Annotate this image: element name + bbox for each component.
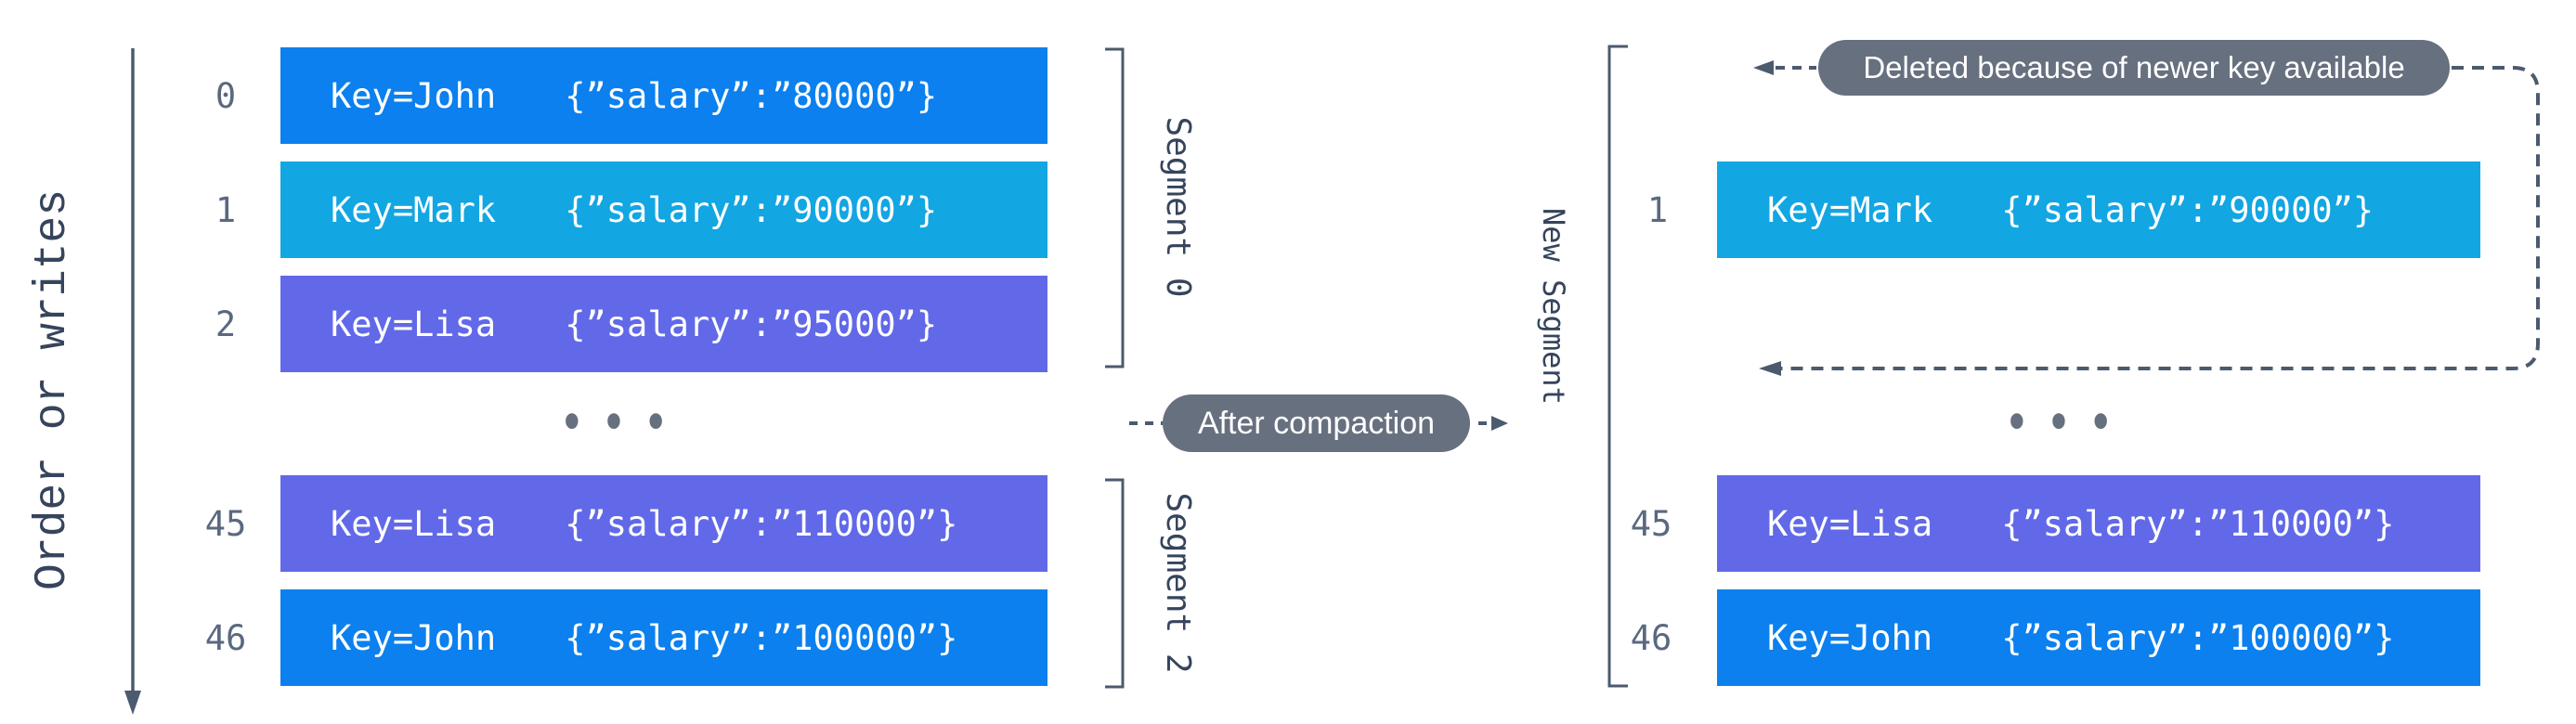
offset-label: 1 [215, 189, 237, 230]
offset-label: 46 [1630, 617, 1672, 658]
ellipsis: ••• [2004, 391, 2130, 454]
record-value: {”salary”:”95000”} [565, 304, 938, 344]
record-key: Key=Lisa [331, 304, 497, 344]
segment2-bracket [1105, 478, 1125, 689]
record-value: {”salary”:”110000”} [2001, 503, 2395, 544]
record-value: {”salary”:”80000”} [565, 75, 938, 116]
segment0-label: Segment 0 [1159, 116, 1197, 298]
offset-label: 45 [204, 503, 247, 544]
record-key: Key=Lisa [1767, 503, 1933, 544]
new-segment-label: New Segment [1536, 208, 1571, 405]
record-key: Key=Lisa [331, 503, 497, 544]
offset-label: 1 [1646, 189, 1669, 230]
offset-label: 46 [204, 617, 247, 658]
record-key: Key=Mark [331, 189, 497, 230]
log-record: Key=John {”salary”:”80000”} [280, 47, 1047, 144]
log-record: Key=Mark {”salary”:”90000”} [1717, 162, 2480, 258]
order-axis-arrowhead-icon [124, 691, 141, 715]
record-value: {”salary”:”90000”} [2001, 189, 2374, 230]
log-record: Key=John {”salary”:”100000”} [280, 589, 1047, 686]
order-axis-label: Order or writes [28, 188, 78, 591]
ellipsis: ••• [559, 391, 685, 454]
record-key: Key=Mark [1767, 189, 1933, 230]
record-value: {”salary”:”110000”} [565, 503, 958, 544]
record-value: {”salary”:”100000”} [565, 617, 958, 658]
log-record: Key=John {”salary”:”100000”} [1717, 589, 2480, 686]
log-record: Key=Lisa {”salary”:”110000”} [1717, 475, 2480, 572]
segment0-bracket [1105, 47, 1125, 368]
record-key: Key=John [331, 617, 497, 658]
offset-label: 2 [215, 304, 237, 344]
deleted-return-arrowhead-icon [1759, 361, 1781, 376]
log-record: Key=Lisa {”salary”:”110000”} [280, 475, 1047, 572]
deleted-note-badge: Deleted because of newer key available [1818, 40, 2450, 96]
record-key: Key=John [331, 75, 497, 116]
record-value: {”salary”:”90000”} [565, 189, 938, 230]
after-compaction-arrowhead-icon [1491, 416, 1508, 431]
log-record: Key=Mark {”salary”:”90000”} [280, 162, 1047, 258]
deleted-arrowhead-icon [1753, 60, 1774, 75]
after-compaction-badge: After compaction [1163, 394, 1470, 452]
offset-label: 45 [1630, 503, 1672, 544]
new-segment-bracket [1607, 45, 1628, 688]
log-record: Key=Lisa {”salary”:”95000”} [280, 276, 1047, 372]
deleted-return-path [1781, 66, 2540, 370]
record-value: {”salary”:”100000”} [2001, 617, 2395, 658]
offset-label: 0 [215, 75, 237, 116]
record-key: Key=John [1767, 617, 1933, 658]
